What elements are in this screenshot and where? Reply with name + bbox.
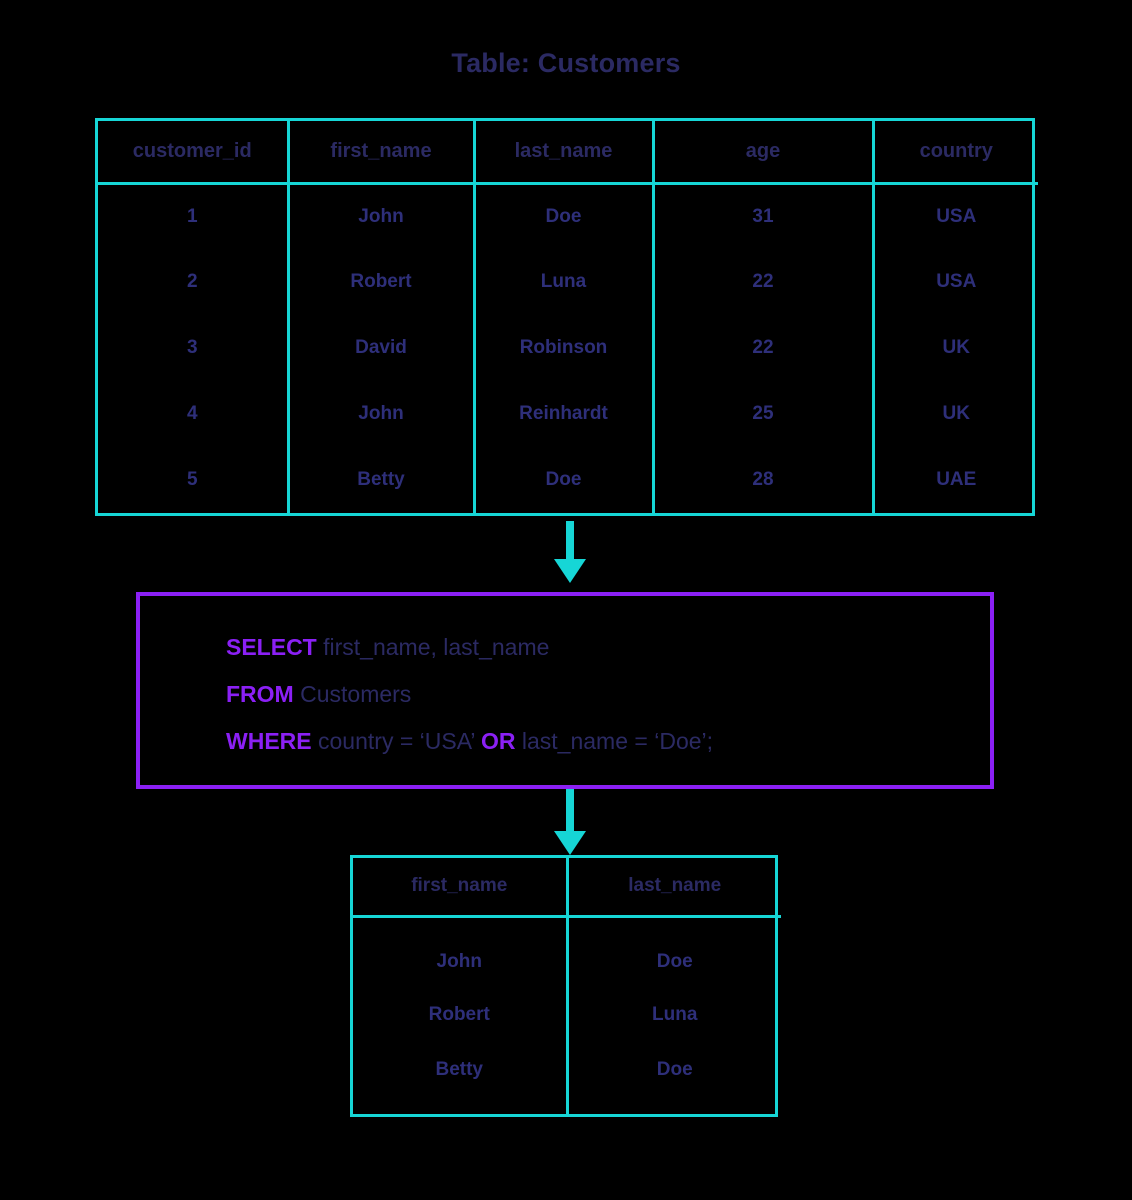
arrow-head (554, 831, 586, 855)
query-line-where: WHERE country = ‘USA’ OR last_name = ‘Do… (226, 718, 990, 765)
cell-country: UK (942, 403, 970, 424)
arrow-table-to-query-icon (554, 521, 586, 583)
table-row: Betty Doe (353, 1048, 781, 1114)
arrow-shaft (566, 789, 574, 833)
source-table-header-row: customer_id first_name last_name age cou… (98, 121, 1038, 185)
cell-first-name: John (288, 183, 476, 249)
cell-country: USA (936, 271, 977, 292)
page-title: Table: Customers (451, 48, 681, 78)
cell-customer-id: 5 (98, 447, 290, 513)
cell-age: 25 (653, 381, 875, 447)
table-row: 4 John Reinhardt 25 UK (98, 381, 1038, 447)
cell-last-name: Robinson (474, 315, 655, 381)
cell-country: UK (942, 337, 970, 358)
cell-customer-id: 3 (98, 315, 290, 381)
result-table-header-row: first_name last_name (353, 858, 781, 918)
result-table: first_name last_name John Doe Robert Lun… (350, 855, 781, 1117)
table-row: 3 David Robinson 22 UK (98, 315, 1038, 381)
source-column-header-age: age (653, 121, 875, 185)
cell-country: USA (936, 205, 977, 227)
cell-first-name: Betty (288, 447, 476, 513)
sql-keyword-or: OR (481, 728, 516, 754)
cell-age: 22 (653, 249, 875, 315)
table-row: 1 John Doe 31 USA (98, 183, 1038, 249)
table-row: John Doe (353, 916, 781, 982)
result-cell-first-name: John (353, 916, 569, 982)
cell-age: 28 (653, 447, 875, 513)
source-table: customer_id first_name last_name age cou… (95, 118, 1038, 516)
source-column-header-customer-id: customer_id (98, 121, 290, 185)
result-cell-last-name: Doe (656, 1059, 693, 1080)
sql-where-condition-1: country = ‘USA’ (311, 728, 481, 754)
cell-customer-id: 1 (98, 183, 290, 249)
result-column-header-first-name: first_name (353, 858, 569, 918)
cell-last-name: Reinhardt (474, 381, 655, 447)
sql-keyword-select: SELECT (226, 634, 317, 660)
cell-first-name: John (288, 381, 476, 447)
source-column-header-first-name: first_name (288, 121, 476, 185)
cell-customer-id: 4 (98, 381, 290, 447)
query-line-select: SELECT first_name, last_name (226, 624, 990, 671)
result-cell-last-name: Luna (652, 1004, 698, 1025)
cell-last-name: Doe (474, 183, 655, 249)
sql-query-box: SELECT first_name, last_name FROM Custom… (136, 592, 994, 789)
sql-where-condition-2: last_name = ‘Doe’; (515, 728, 714, 754)
table-row: 2 Robert Luna 22 USA (98, 249, 1038, 315)
table-row: 5 Betty Doe 28 UAE (98, 447, 1038, 513)
result-column-header-last-name: last_name (567, 858, 781, 918)
cell-country: UAE (936, 469, 977, 490)
result-cell-first-name: Robert (353, 982, 569, 1048)
sql-select-columns: first_name, last_name (316, 634, 550, 660)
arrow-query-to-result-icon (554, 789, 586, 857)
cell-last-name: Luna (474, 249, 655, 315)
result-cell-last-name: Doe (656, 950, 693, 972)
query-line-from: FROM Customers (226, 671, 990, 718)
cell-age: 31 (653, 183, 875, 249)
sql-keyword-where: WHERE (226, 728, 312, 754)
cell-customer-id: 2 (98, 249, 290, 315)
sql-keyword-from: FROM (226, 681, 294, 707)
sql-from-table: Customers (293, 681, 412, 707)
cell-first-name: David (288, 315, 476, 381)
source-column-header-last-name: last_name (474, 121, 655, 185)
arrow-shaft (566, 521, 574, 561)
result-cell-first-name: Betty (353, 1048, 569, 1114)
source-column-header-country: country (873, 121, 1038, 185)
cell-age: 22 (653, 315, 875, 381)
cell-last-name: Doe (474, 447, 655, 513)
arrow-head (554, 559, 586, 583)
table-row: Robert Luna (353, 982, 781, 1048)
cell-first-name: Robert (288, 249, 476, 315)
